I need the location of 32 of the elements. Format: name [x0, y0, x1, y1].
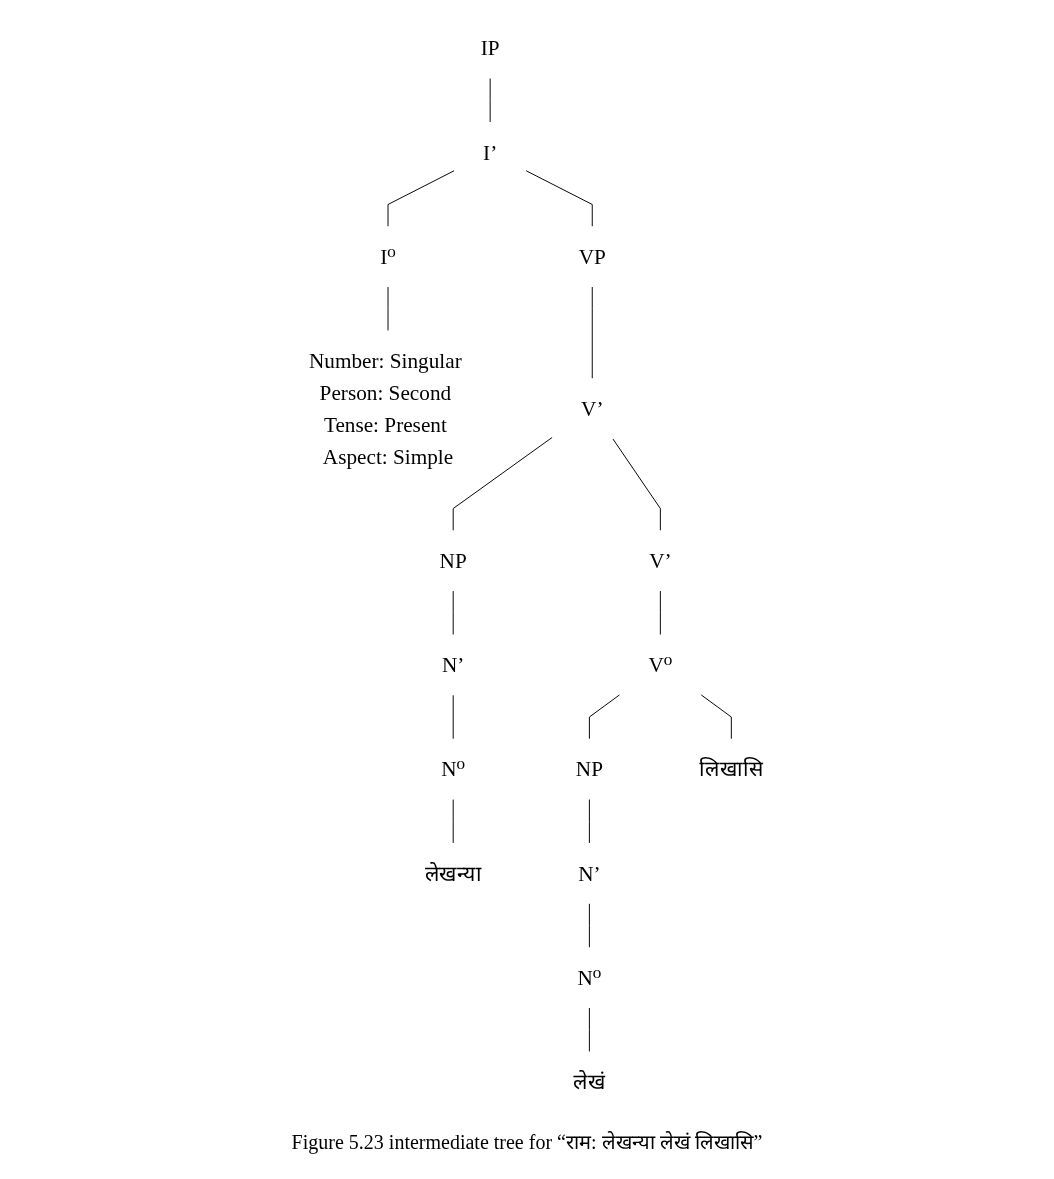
- node-text: N⁰: [577, 965, 601, 990]
- connector: [452, 694, 454, 740]
- connector: [588, 903, 590, 948]
- node-text: Number: Singular Person: Second Tense: Present Aspect: Simple: [308, 348, 462, 469]
- connector: [452, 437, 553, 531]
- node-text: N’: [577, 861, 601, 886]
- node-text: I⁰: [379, 244, 396, 269]
- node-text: N⁰: [440, 757, 465, 782]
- connector: [588, 799, 590, 844]
- node-text: लेखं: [573, 1069, 605, 1094]
- connector: [659, 590, 661, 635]
- connector: [525, 170, 593, 227]
- connector: [387, 170, 455, 227]
- node-text: लेखन्या: [424, 861, 482, 886]
- connector: [588, 1007, 590, 1052]
- connector: [591, 286, 593, 379]
- node-text: NP: [575, 757, 603, 782]
- connector: [612, 438, 661, 531]
- connector: [700, 694, 732, 740]
- node-text: V’: [648, 548, 672, 573]
- node-text: V⁰: [648, 652, 672, 677]
- node-text: IP: [480, 36, 500, 61]
- node-text: VP: [578, 244, 606, 269]
- connector: [452, 799, 454, 844]
- figure-caption: Figure 5.23 intermediate tree for “राम: लेखन्या लेखं लिखासि”: [291, 1130, 763, 1155]
- node-text: N’: [441, 652, 465, 677]
- node-text: I’: [482, 140, 497, 165]
- connector: [452, 590, 454, 635]
- node-text: लिखासि: [699, 757, 763, 782]
- node-text: NP: [439, 548, 467, 573]
- connector: [588, 694, 620, 740]
- node-text: V’: [580, 396, 604, 421]
